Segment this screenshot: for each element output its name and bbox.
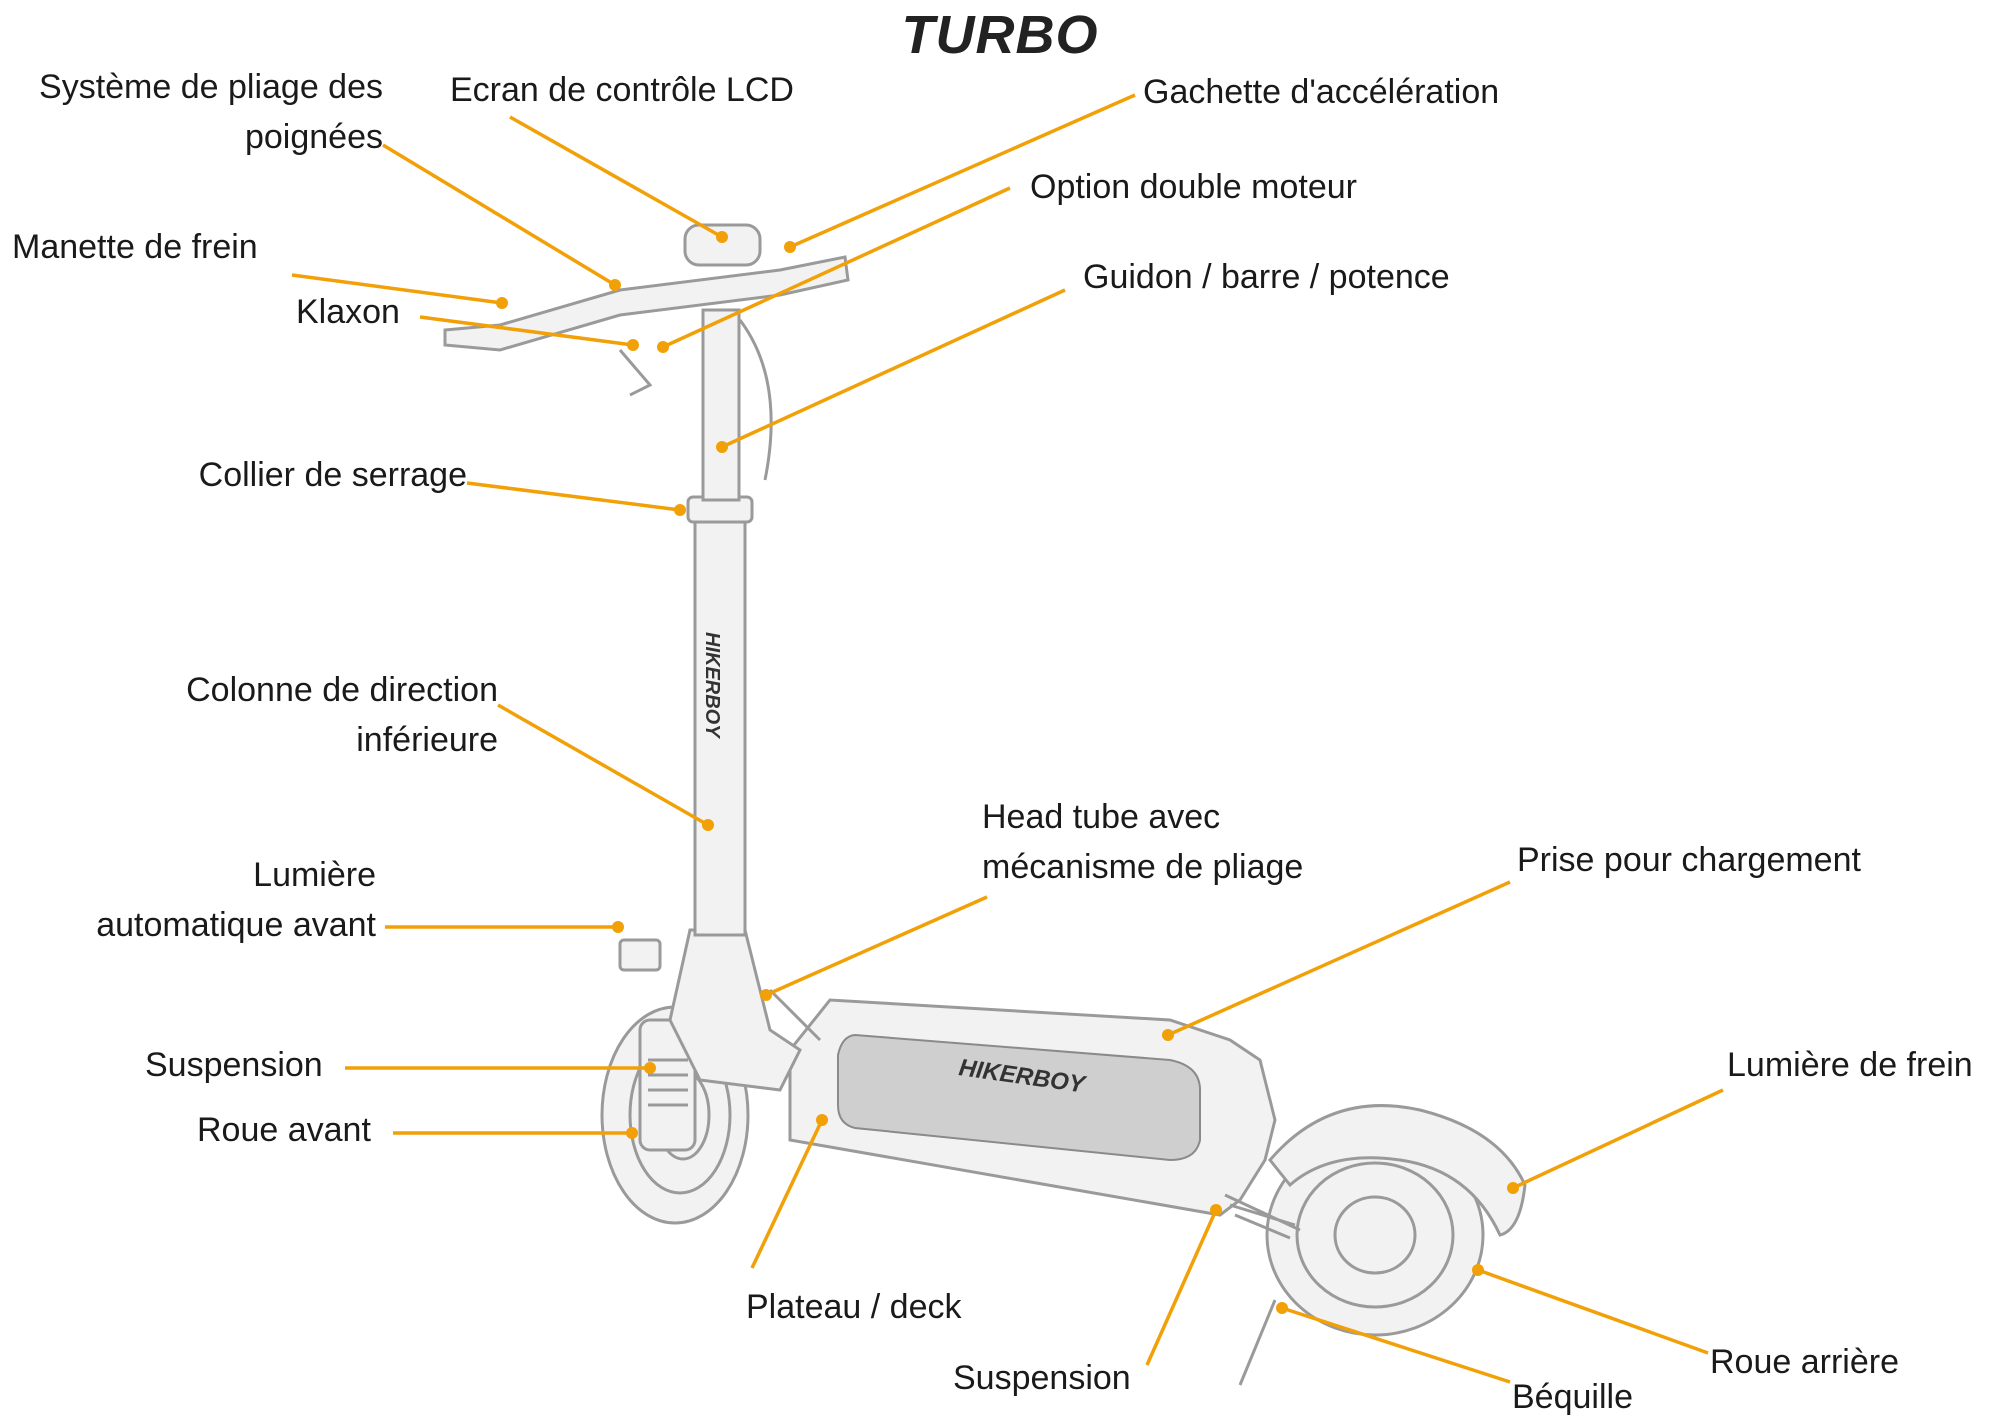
dot-rear-suspension xyxy=(1210,1204,1222,1216)
label-folding-grips: Système de pliage des poignées xyxy=(39,68,383,156)
rear-fender-shape xyxy=(1268,1104,1527,1237)
dot-brake-lever xyxy=(496,297,508,309)
leader-rear-suspension xyxy=(1145,1209,1218,1366)
dot-folding-grips xyxy=(609,279,621,291)
dot-dual-motor xyxy=(657,341,669,353)
front-fork-shape xyxy=(638,1018,697,1152)
label-handlebar: Guidon / barre / potence xyxy=(1083,258,1450,296)
dot-head-tube xyxy=(760,989,772,1001)
label-dual-motor: Option double moteur xyxy=(1030,168,1357,206)
label-brake-light: Lumière de frein xyxy=(1727,1046,1973,1084)
diagram-title: TURBO xyxy=(901,5,1099,65)
dot-horn xyxy=(627,339,639,351)
leader-rear-wheel xyxy=(1477,1268,1709,1355)
rear-wheel-shape xyxy=(1265,1133,1485,1337)
lcd-shape xyxy=(683,223,762,267)
label-throttle: Gachette d'accélération xyxy=(1143,73,1500,111)
upper-column-shape xyxy=(701,308,741,502)
label-kickstand: Béquille xyxy=(1512,1378,1633,1416)
marker-dots xyxy=(496,231,1519,1314)
dot-deck xyxy=(816,1114,828,1126)
dot-lcd xyxy=(716,231,728,243)
leader-charging-port xyxy=(1167,880,1511,1037)
leader-head-tube xyxy=(765,895,988,997)
leader-deck xyxy=(750,1119,824,1269)
front-springs xyxy=(648,1058,688,1107)
front-light-shape xyxy=(618,938,662,972)
dot-front-light xyxy=(612,921,624,933)
dot-brake-light xyxy=(1507,1182,1519,1194)
leader-lower-column xyxy=(497,703,709,827)
leader-throttle xyxy=(789,93,1136,249)
leader-brake-lever xyxy=(291,273,503,305)
deck-grip-shape xyxy=(837,1033,1201,1162)
label-front-wheel: Roue avant xyxy=(197,1111,371,1149)
label-front-suspension: Suspension xyxy=(145,1046,323,1084)
cable-shape xyxy=(738,319,773,481)
label-lower-column: Colonne de direction inférieure xyxy=(186,671,498,759)
dot-rear-wheel xyxy=(1472,1264,1484,1276)
kickstand-shape xyxy=(1238,1299,1277,1386)
leader-lines xyxy=(291,93,1724,1384)
label-brake-lever: Manette de frein xyxy=(12,228,258,266)
dot-handlebar xyxy=(716,441,728,453)
dot-charging-port xyxy=(1162,1029,1174,1041)
dot-lower-column xyxy=(702,819,714,831)
leader-kickstand xyxy=(1281,1306,1511,1384)
label-clamp: Collier de serrage xyxy=(198,456,467,494)
brand-text-column: HIKERBOY xyxy=(701,632,723,739)
label-charging-port: Prise pour chargement xyxy=(1517,841,1861,879)
dot-front-wheel xyxy=(626,1127,638,1139)
label-rear-suspension: Suspension xyxy=(953,1359,1131,1397)
dot-clamp xyxy=(674,504,686,516)
dot-front-suspension xyxy=(644,1062,656,1074)
leader-horn xyxy=(419,315,634,347)
leader-clamp xyxy=(466,481,681,512)
scooter-illustration xyxy=(443,223,1527,1386)
brake-lever-shape xyxy=(618,349,653,397)
dot-throttle xyxy=(784,241,796,253)
handlebar-shape xyxy=(443,255,850,352)
label-rear-wheel: Roue arrière xyxy=(1710,1343,1899,1381)
leader-handlebar xyxy=(721,288,1066,449)
head-tube-shape xyxy=(668,928,802,1092)
leader-lcd xyxy=(509,115,723,239)
rear-suspension-shape xyxy=(1224,1193,1301,1240)
label-horn: Klaxon xyxy=(296,293,400,331)
leader-dual-motor xyxy=(662,186,1011,349)
dot-kickstand xyxy=(1276,1302,1288,1314)
leader-brake-light xyxy=(1512,1088,1724,1190)
label-front-light: Lumière automatique avant xyxy=(96,856,376,944)
label-head-tube: Head tube avec mécanisme de pliage xyxy=(982,798,1304,886)
label-lcd: Ecran de contrôle LCD xyxy=(450,71,794,109)
label-deck: Plateau / deck xyxy=(746,1288,962,1326)
folding-lever-shape xyxy=(768,988,822,1042)
leader-folding-grips xyxy=(382,143,616,287)
